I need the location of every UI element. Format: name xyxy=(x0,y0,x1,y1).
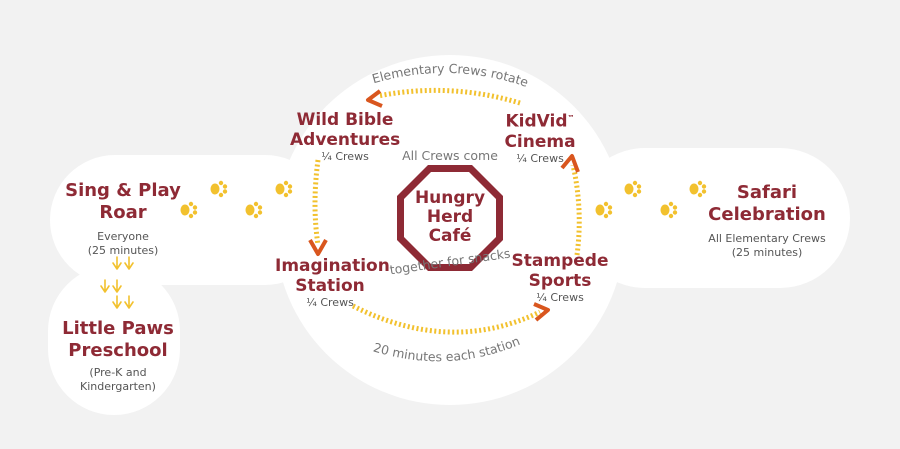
station-detail: (Pre-K and xyxy=(89,366,147,379)
station-title: Adventures xyxy=(290,130,401,150)
arrow-heads xyxy=(308,89,580,322)
station-title: KidVid™ xyxy=(490,108,590,132)
station-detail: (25 minutes) xyxy=(731,246,803,259)
preschool-panel xyxy=(48,265,180,415)
station-kidvid: KidVid™ Cinema ¼ Crews xyxy=(490,108,590,166)
station-sing-play: Sing & Play Roar Everyone (25 minutes) xyxy=(63,180,183,258)
rotation-arcs xyxy=(312,87,582,335)
station-little-paws: Little Paws Preschool (Pre-K and Kinderg… xyxy=(58,318,178,394)
station-detail: Everyone xyxy=(97,230,149,243)
station-stampede: Stampede Sports ¼ Crews xyxy=(505,251,615,305)
right-panel xyxy=(575,148,850,288)
arrow-head-icon xyxy=(533,302,550,322)
cafe-name: Hungry Herd Café xyxy=(400,189,500,246)
station-wild-bible: Wild Bible Adventures ¼ Crews xyxy=(290,110,400,164)
station-detail: ¼ Crews xyxy=(536,291,584,304)
station-title: Roar xyxy=(99,202,147,223)
station-detail: ¼ Crews xyxy=(516,151,564,165)
right-arc xyxy=(570,164,582,256)
station-safari: Safari Celebration All Elementary Crews … xyxy=(692,182,842,260)
station-title: Celebration xyxy=(708,204,826,225)
flow-label-center-top: All Crews come xyxy=(402,148,498,163)
station-title: Safari xyxy=(736,182,798,203)
arrow-head-icon xyxy=(308,239,328,256)
station-detail: ¼ Crews xyxy=(306,296,354,309)
station-title-text: KidVid xyxy=(505,111,568,132)
bottom-arc xyxy=(351,303,542,335)
station-detail: ¼ Crews xyxy=(321,150,369,163)
cafe-name-line: Café xyxy=(428,226,472,246)
station-title: Imagination xyxy=(275,256,390,276)
trademark-mark: ™ xyxy=(567,114,575,122)
station-title: Sports xyxy=(528,271,592,291)
station-title: Sing & Play xyxy=(65,180,181,201)
octagon-logo-icon xyxy=(397,165,503,271)
cafe-name-line: Herd xyxy=(426,207,474,227)
arrow-head-icon xyxy=(560,154,580,173)
station-title: Little Paws xyxy=(62,318,174,339)
cafe-name-line: Hungry xyxy=(414,188,486,208)
station-detail: All Elementary Crews xyxy=(708,232,826,245)
top-arc xyxy=(377,87,521,106)
arrow-head-icon xyxy=(366,89,383,108)
left-arc xyxy=(312,159,321,246)
station-title: Station xyxy=(295,276,365,296)
station-title: Cinema xyxy=(504,131,576,152)
station-title: Stampede xyxy=(511,251,609,271)
station-detail: (25 minutes) xyxy=(87,244,159,257)
station-detail: Kindergarten) xyxy=(80,380,156,393)
station-title: Wild Bible xyxy=(296,110,394,130)
left-panel xyxy=(50,155,330,285)
station-title: Preschool xyxy=(68,340,168,361)
station-imagination: Imagination Station ¼ Crews xyxy=(275,256,390,310)
